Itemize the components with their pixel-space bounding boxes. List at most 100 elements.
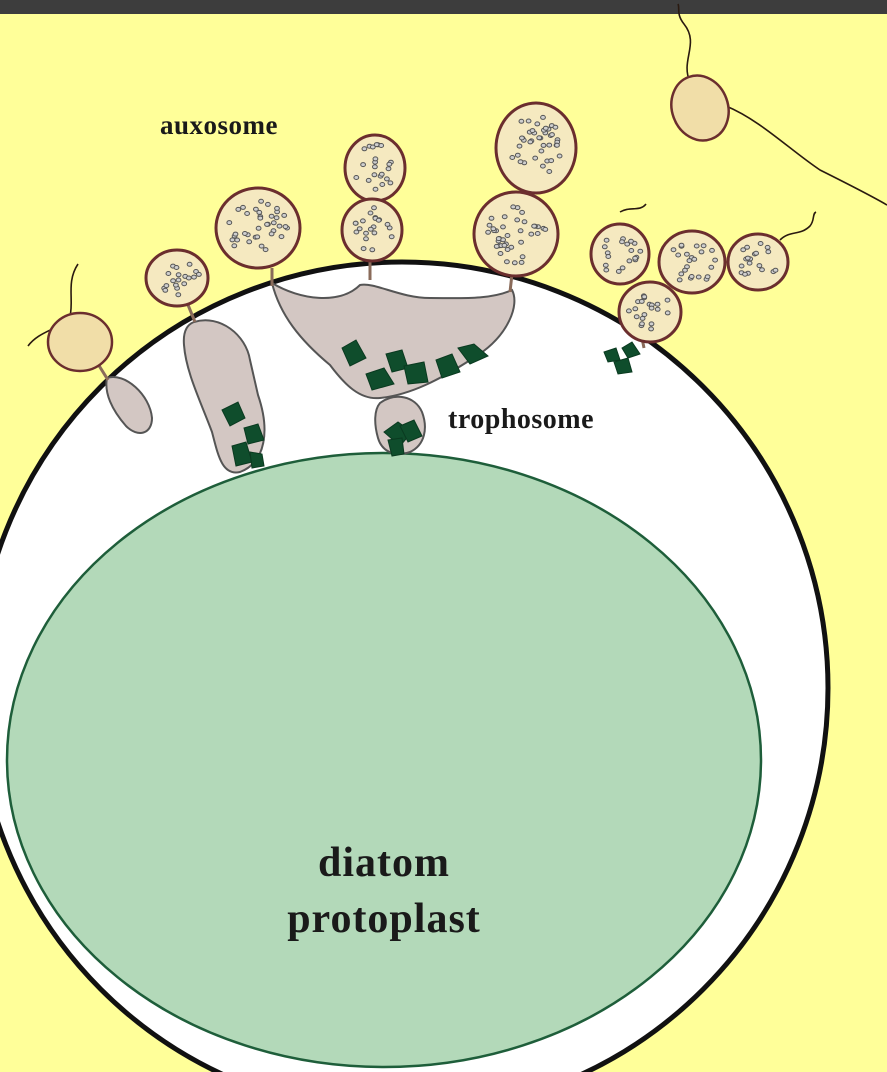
stipple-dot [616,269,621,273]
stipple-dot [627,309,632,313]
stipple-dot [649,327,654,331]
stipple-dot [501,225,506,229]
stipple-dot [520,255,525,259]
stipple-dot [520,210,525,214]
stipple-dot [604,238,609,242]
stipple-dot [372,206,377,210]
stipple-dot [354,230,359,234]
stipple-dot [266,202,271,206]
stipple-dot [634,315,639,319]
stipple-dot [505,248,510,252]
stipple-dot [694,244,699,248]
stipple-dot [373,165,378,169]
stipple-dot [256,226,261,230]
auxosome-4a [496,103,576,193]
stipple-dot [606,255,611,259]
stipple-dot [515,153,520,157]
stipple-dot [633,256,638,260]
stipple-dot [512,261,517,265]
stipple-dot [640,316,645,320]
stipple-dot [174,283,179,287]
swarmer-top-right [662,67,737,148]
stipple-dot [166,272,171,276]
stipple-dot [539,149,544,153]
stipple-dot [620,266,625,270]
stipple-dot [555,143,560,147]
stipple-dot [505,260,510,264]
stipple-dot [163,288,168,292]
stipple-dot [370,248,375,252]
stipple-dot [232,244,237,248]
stipple-dot [683,268,688,272]
stipple-dot [710,248,715,252]
stipple-dot [505,234,510,238]
stipple-dot [766,250,771,254]
stipple-dot [677,278,682,282]
stipple-dot [385,177,390,181]
stipple-dot [269,214,274,218]
stipple-dot [387,162,392,166]
stipple-dot [372,173,377,177]
stipple-dot [603,263,608,267]
stipple-dot [543,126,548,130]
stipple-dot [187,262,192,266]
stipple-dot [679,243,684,247]
stipple-dot [515,218,520,222]
stipple-dot [760,268,765,272]
stipple-dot [353,221,358,225]
stipple-dot [176,278,181,282]
stipple-dot [679,272,684,276]
stipple-dot [743,272,748,276]
stipple-dot [282,213,287,217]
stipple-dot [547,170,552,174]
stipple-dot [233,232,238,236]
stipple-dot [713,258,718,262]
stipple-dot [526,119,531,123]
stipple-dot [186,276,191,280]
stipple-dot [380,183,385,187]
stipple-dot [537,136,542,140]
stipple-dot [174,266,179,270]
stipple-dot [257,210,262,214]
stipple-dot [629,249,634,253]
stipple-dot [696,275,701,279]
stipple-dot [773,268,778,272]
stipple-dot [665,298,670,302]
stipple-dot [364,231,369,235]
stipple-dot [553,125,558,129]
stipple-dot [277,224,282,228]
stipple-dot [649,306,654,310]
stipple-dot [519,260,524,264]
stipple-dot [535,122,540,126]
stipple-dot [532,224,537,228]
stipple-dot [665,311,670,315]
stipple-dot [529,232,534,236]
stipple-dot [487,223,492,227]
stipple-dot [520,136,525,140]
stipple-dot [518,229,523,233]
stipple-dot [604,268,609,272]
stipple-dot [245,212,250,216]
stipple-dot [758,242,763,246]
stipple-dot [519,240,524,244]
stipple-dot [709,265,714,269]
stipple-dot [171,279,176,283]
stipple-dot [533,156,538,160]
stipple-dot [541,115,546,119]
stipple-dot [230,238,235,242]
stipple-dot [620,240,625,244]
stipple-dot [745,245,750,249]
stipple-dot [649,322,654,326]
stipple-dot [701,244,706,248]
stipple-dot [627,259,632,263]
stipple-dot [510,156,515,160]
stipple-dot [638,249,643,253]
stipple-dot [379,172,384,176]
stipple-dot [535,232,540,236]
stipple-dot [676,253,681,257]
stipple-dot [374,143,379,147]
stipple-dot [176,293,181,297]
diatom-protoplast-label-line1: diatom [318,840,450,886]
